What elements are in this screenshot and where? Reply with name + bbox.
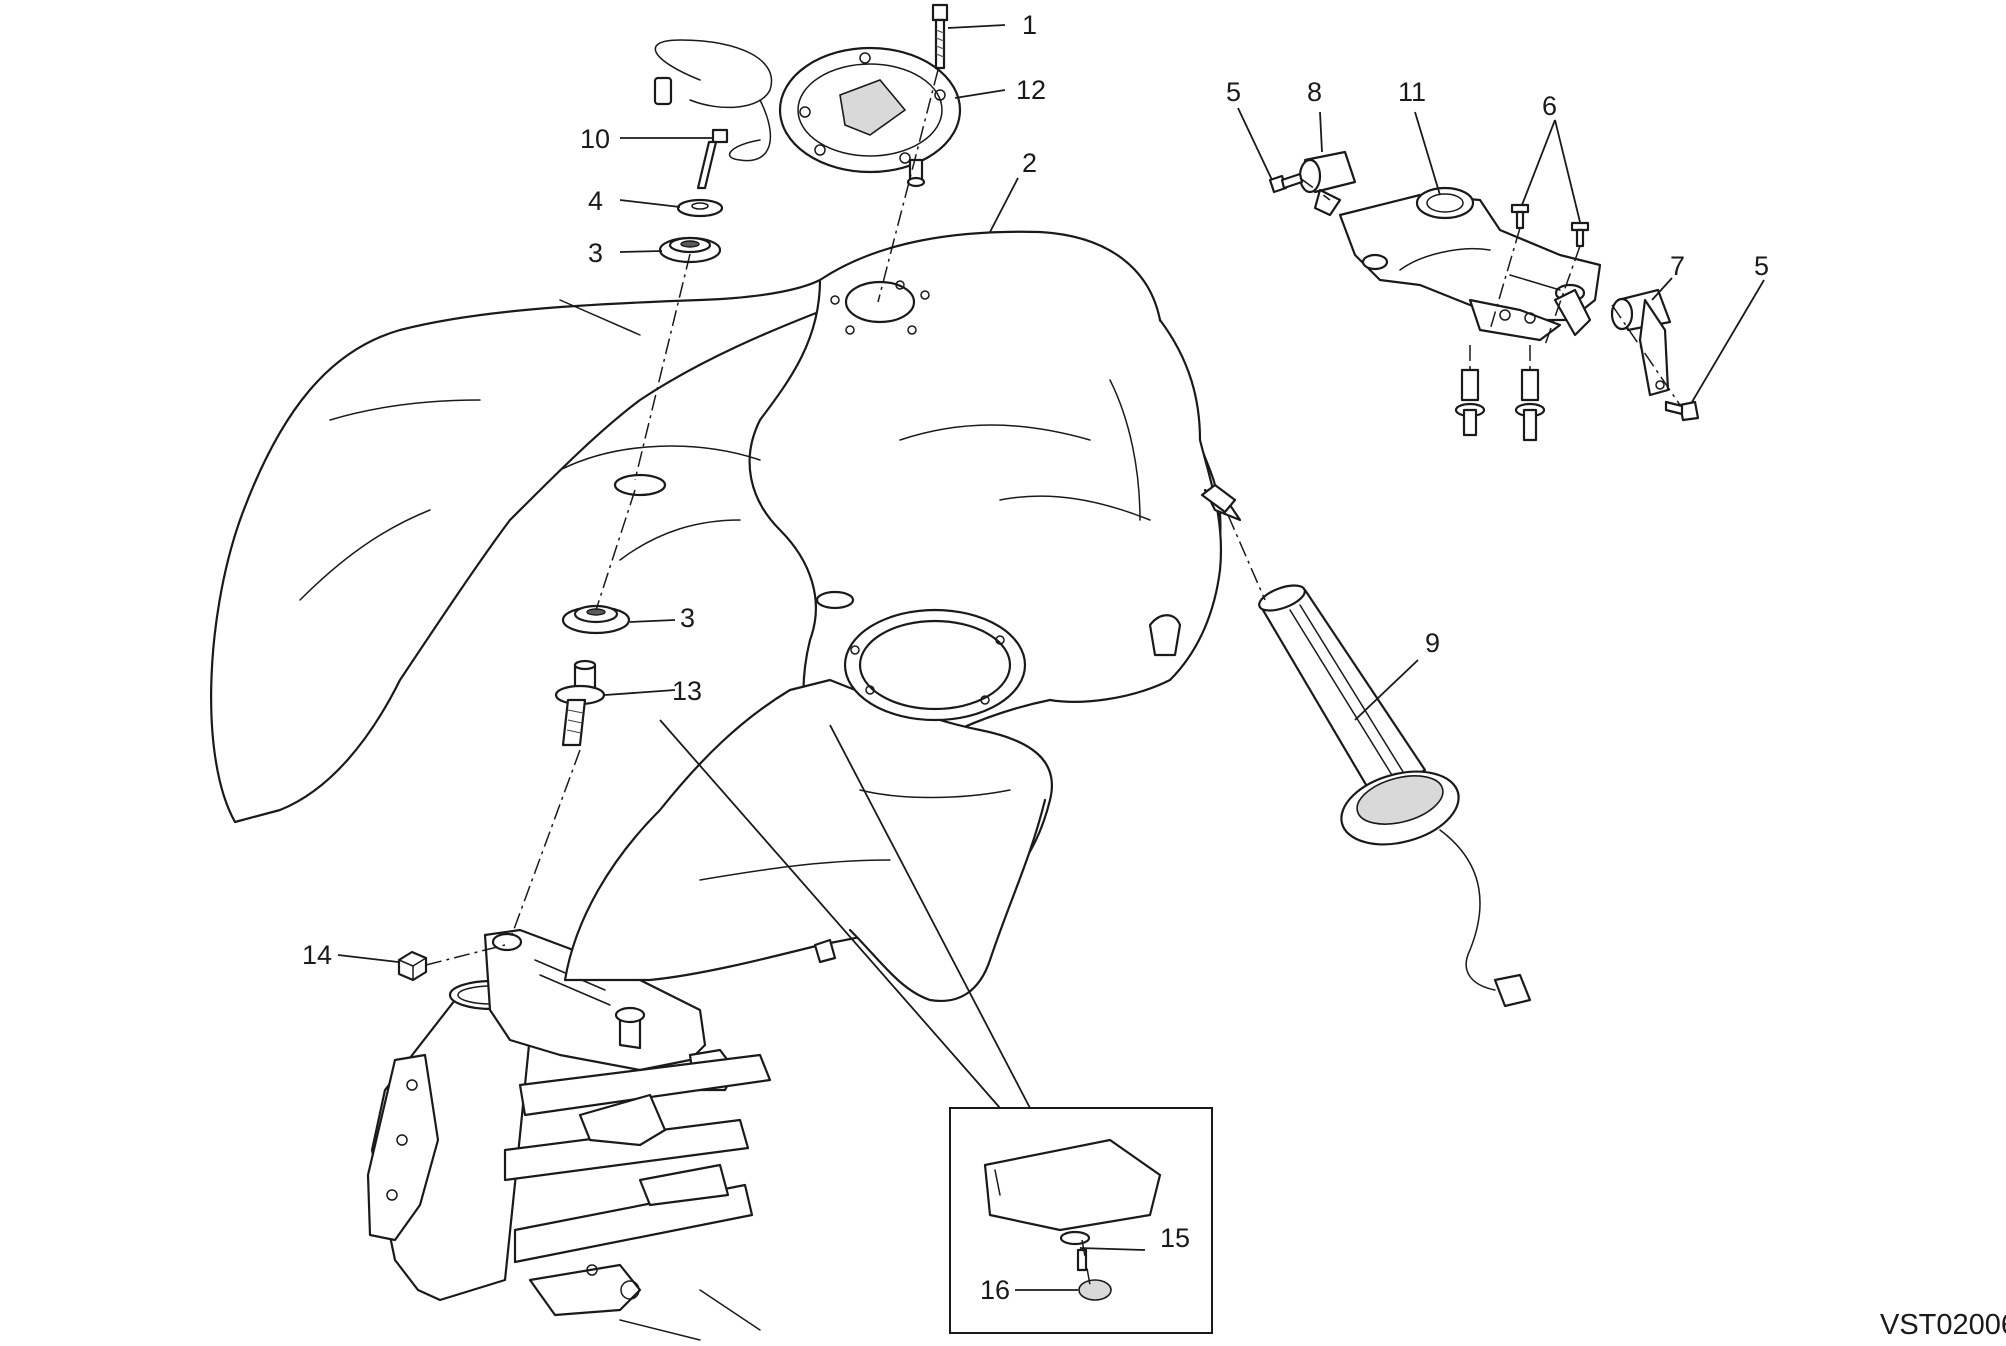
bracket-bolts: [1454, 368, 1546, 442]
callout-16: 16: [980, 1275, 1010, 1305]
bracket-11: [1338, 186, 1602, 342]
fuel-pump-9: [1200, 483, 1532, 1008]
callout-labels: 1 12 10 4 3 2 5 8 11 6 7 5 9 3 13 14 15 …: [302, 10, 1769, 1305]
fuel-tank: [210, 230, 1242, 1003]
screw-1: [931, 3, 949, 70]
filler-cap: [653, 39, 962, 188]
callout-6: 6: [1542, 91, 1557, 121]
callout-10: 10: [580, 124, 610, 154]
grommet-3-lower: [561, 604, 631, 635]
callout-1: 1: [1022, 10, 1037, 40]
callout-14: 14: [302, 940, 332, 970]
callout-13: 13: [672, 676, 702, 706]
callout-5-right: 5: [1754, 251, 1769, 281]
frame-assembly: [366, 928, 772, 1341]
callout-15: 15: [1160, 1223, 1190, 1253]
rubber-8: [1298, 150, 1357, 217]
callout-7: 7: [1670, 251, 1685, 281]
callout-8: 8: [1307, 77, 1322, 107]
screw-10: [696, 128, 729, 190]
callout-leaders: [337, 24, 1765, 1291]
grommet-3-top: [658, 236, 722, 264]
callout-4: 4: [588, 186, 603, 216]
callout-12: 12: [1016, 75, 1046, 105]
screw-5-right: [1664, 400, 1700, 422]
rubber-7: [1610, 288, 1672, 397]
nut-14: [397, 950, 428, 982]
drawing-code: VST02006: [1880, 1309, 2006, 1341]
assembly-axes: [425, 69, 1681, 1286]
spacer-13: [554, 659, 606, 747]
callout-11: 11: [1398, 77, 1426, 107]
callout-3-lower: 3: [680, 603, 695, 633]
callout-2: 2: [1022, 148, 1037, 178]
callout-3-top: 3: [588, 238, 603, 268]
callout-9: 9: [1425, 628, 1440, 658]
screws-6: [1510, 203, 1590, 248]
callout-5-left: 5: [1226, 77, 1241, 107]
washer-4: [676, 198, 724, 218]
screw-5-left: [1268, 172, 1304, 194]
